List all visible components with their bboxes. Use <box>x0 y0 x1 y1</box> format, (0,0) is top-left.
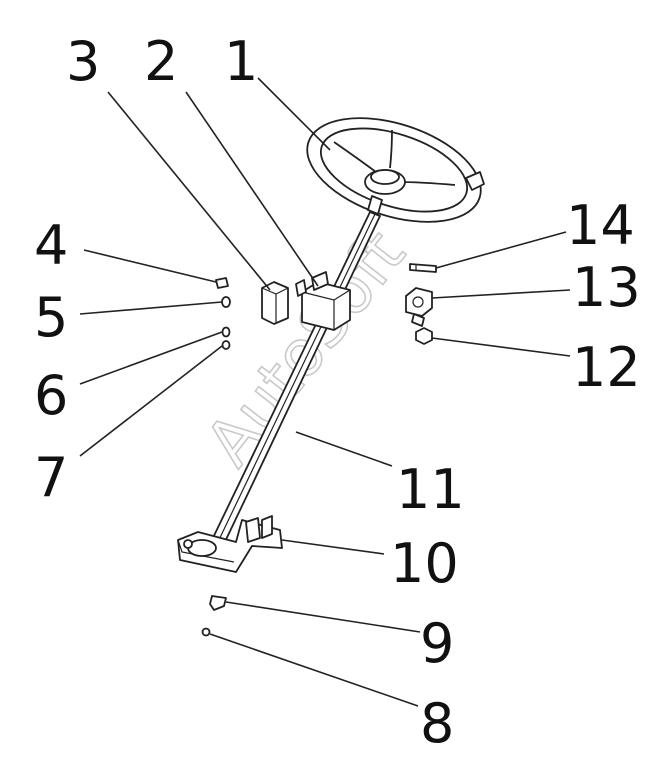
callout-5: 5 <box>34 286 68 349</box>
callout-11: 11 <box>396 458 465 521</box>
leader-4 <box>83 249 217 283</box>
leader-8 <box>209 633 419 707</box>
part-13-small-bracket <box>405 287 433 327</box>
part-4-bolt <box>215 277 229 289</box>
leader-lines <box>79 77 571 707</box>
leader-12 <box>431 337 571 357</box>
callout-14: 14 <box>566 194 635 257</box>
part-6-spring-washer <box>221 326 231 338</box>
callout-4: 4 <box>34 214 68 277</box>
callout-12: 12 <box>572 336 641 399</box>
leader-9 <box>225 601 421 633</box>
callout-labels: 1 2 3 4 5 6 7 8 9 10 11 12 13 14 <box>34 30 641 755</box>
leader-3 <box>107 91 271 291</box>
leader-6 <box>79 331 223 385</box>
leader-5 <box>79 301 223 315</box>
callout-3: 3 <box>66 30 100 93</box>
callout-2: 2 <box>144 30 178 93</box>
part-7-nut <box>221 340 231 350</box>
callout-9: 9 <box>420 612 454 675</box>
part-9-bolt <box>209 595 227 611</box>
leader-7 <box>79 345 223 457</box>
callout-13: 13 <box>572 256 641 319</box>
leader-11 <box>295 431 393 467</box>
part-8-nut <box>201 627 211 637</box>
leader-14 <box>435 231 567 269</box>
callout-8: 8 <box>420 692 454 755</box>
part-10-lower-bracket <box>177 515 283 573</box>
leader-2 <box>185 91 319 287</box>
part-2-upper-bracket <box>295 271 351 331</box>
leader-13 <box>431 289 571 299</box>
part-1-steering-wheel <box>306 117 485 223</box>
part-3-clamp-block <box>261 281 289 325</box>
part-12-nut <box>415 327 433 345</box>
callout-6: 6 <box>34 364 68 427</box>
callout-1: 1 <box>224 30 258 93</box>
callout-10: 10 <box>390 532 459 595</box>
part-5-washer <box>221 296 231 308</box>
callout-7: 7 <box>34 446 68 509</box>
leader-1 <box>257 77 331 151</box>
leader-10 <box>281 539 385 555</box>
part-14-pin-bolt <box>409 263 437 273</box>
